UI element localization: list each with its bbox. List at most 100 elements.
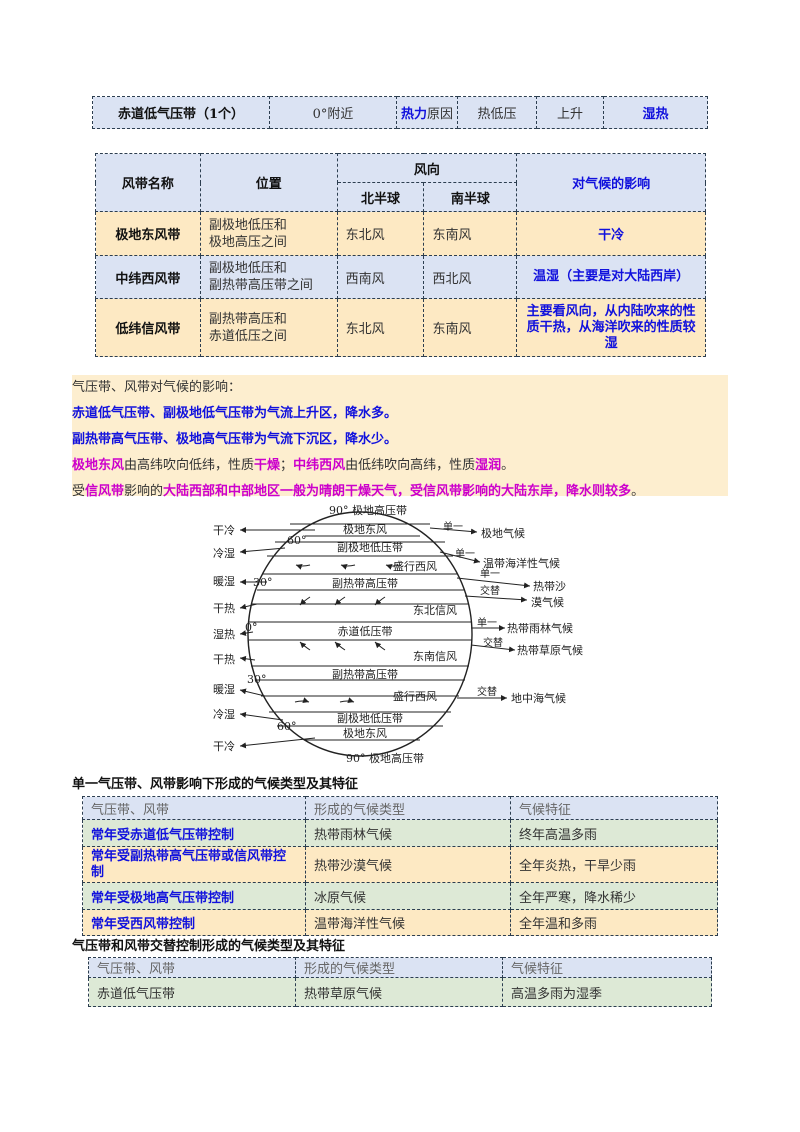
right-tag: 单一 (480, 568, 500, 580)
notes-text: 。 (631, 484, 645, 499)
top-row-cause: 热力原因 (396, 96, 458, 129)
pressure-belt-diagram: 90° 极地高压带 极地东风 副极地低压带 盛行西风 副热带高压带 东北信风 赤… (213, 503, 583, 765)
belt-label: 副热带高压带 (332, 667, 398, 681)
notes-text: 由低纬吹向高纬，性质 (345, 458, 476, 473)
type-cell: 冰原气候 (305, 882, 511, 910)
wind-row-influence: 干冷 (516, 211, 706, 256)
left-climate-label: 冷湿 (213, 708, 235, 721)
feature-cell: 全年温和多雨 (510, 909, 718, 936)
globe-outline (247, 511, 473, 757)
right-tag: 单一 (455, 548, 475, 560)
col-header: 气压带、风带 (82, 796, 306, 820)
top-row-name: 赤道低气压带（1个） (92, 96, 270, 129)
climate-notes: 气压带、风带对气候的影响： 赤道低气压带、副极地低气压带为气流上升区，降水多。 … (72, 375, 728, 499)
right-climate-label: 温带海洋性气候 (483, 556, 560, 570)
belt-cell: 常年受西风带控制 (82, 909, 306, 936)
right-climate-label: 漠气候 (531, 595, 564, 609)
wind-row-south: 东南风 (423, 211, 518, 256)
wind-row-pos1: 副极地低压和 (208, 261, 287, 276)
right-climate-label: 热带沙 (533, 580, 566, 593)
type-cell: 热带草原气候 (295, 977, 503, 1007)
col-header: 气候特征 (502, 957, 712, 978)
right-tag: 交替 (480, 584, 500, 597)
wind-row-pos2: 赤道低压之间 (208, 328, 287, 344)
wind-row-pos2: 副热带高压带之间 (208, 278, 313, 293)
belt-label: 副极地低压带 (337, 540, 403, 554)
header-name: 风带名称 (95, 153, 201, 212)
col-header: 形成的气候类型 (295, 957, 503, 978)
alt-section-title: 气压带和风带交替控制形成的气候类型及其特征 (72, 939, 346, 954)
feature-cell: 全年严寒，降水稀少 (510, 882, 718, 910)
right-climate-label: 地中海气候 (511, 691, 566, 705)
left-climate-label: 干冷 (213, 740, 235, 753)
latitude-lines (249, 523, 472, 741)
feature-cell: 终年高温多雨 (510, 819, 718, 847)
top-row-cause-bold: 热力 (400, 107, 427, 122)
notes-line4: 受信风带影响的大陆西部和中部地区一般为晴朗干燥天气，受信风带影响的大陆东岸，降水… (72, 479, 728, 505)
belt-label: 东南信风 (413, 650, 457, 663)
left-climate-label: 干热 (213, 653, 235, 666)
wind-row-pos2: 极地高压之间 (208, 234, 287, 250)
header-position: 位置 (199, 153, 338, 212)
single-section-title: 单一气压带、风带影响下形成的气候类型及其特征 (72, 777, 359, 792)
col-header: 形成的气候类型 (305, 796, 511, 820)
belt-cell: 赤道低气压带 (88, 977, 296, 1007)
notes-trade-effect: 大陆西部和中部地区一般为晴朗干燥天气，受信风带影响的大陆东岸，降水则较多 (163, 484, 632, 499)
lat-label: 0° (245, 621, 258, 634)
lat-label: 60° (277, 720, 297, 733)
top-row-position: 0°附近 (269, 96, 397, 129)
wind-row-name: 中纬西风带 (95, 255, 201, 299)
notes-humid: 湿润 (475, 458, 502, 473)
wind-row-name: 极地东风带 (95, 211, 201, 256)
belt-label: 副热带高压带 (332, 576, 398, 590)
notes-text: 影响的 (124, 484, 164, 499)
feature-cell: 全年炎热，干旱少雨 (510, 846, 718, 883)
notes-text: ； (280, 458, 294, 473)
wind-row-north: 东北风 (336, 211, 425, 256)
table-row: 常年受赤道低气压带控制 热带雨林气候 终年高温多雨 (82, 819, 718, 847)
top-row-cause-rest: 原因 (427, 107, 454, 122)
belt-label: 盛行西风 (393, 689, 437, 703)
feature-cell: 高温多雨为湿季 (502, 977, 712, 1007)
top-row-motion: 上升 (536, 96, 604, 129)
notes-line3: 极地东风由高纬吹向低纬，性质干燥；中纬西风由低纬吹向高纬，性质湿润。 (72, 453, 728, 479)
notes-text: 由高纬吹向低纬，性质 (124, 458, 255, 473)
wind-row: 极地东风带 副极地低压和极地高压之间 东北风 东南风 干冷 (95, 211, 706, 256)
belt-label: 东北信风 (413, 604, 457, 617)
bottom-pole-label: 90° 极地高压带 (346, 751, 424, 765)
lat-label: 30° (247, 673, 267, 686)
notes-dry: 干燥 (254, 458, 281, 473)
right-tag: 单一 (443, 521, 463, 533)
left-climate-label: 干冷 (213, 524, 235, 537)
left-climate-label: 暖湿 (213, 575, 235, 588)
wind-row-north: 西南风 (336, 255, 425, 299)
wind-row-influence: 温湿（主要是对大陆西岸） (516, 255, 706, 299)
left-climate-label: 湿热 (213, 628, 235, 641)
belt-label: 极地东风 (343, 726, 387, 740)
type-cell: 温带海洋性气候 (305, 909, 511, 936)
belt-label: 盛行西风 (393, 559, 437, 573)
wind-row-position: 副极地低压和极地高压之间 (199, 211, 338, 256)
notes-line1: 赤道低气压带、副极地低气压带为气流上升区，降水多。 (72, 406, 398, 421)
right-tag: 交替 (477, 685, 497, 698)
right-climate-label: 极地气候 (481, 526, 525, 540)
top-row-table: 赤道低气压带（1个） 0°附近 热力原因 热低压 上升 湿热 (92, 96, 708, 129)
notes-westerly: 中纬西风 (293, 458, 346, 473)
top-row-type: 热低压 (457, 96, 537, 129)
header-south: 南半球 (423, 182, 518, 212)
header-north: 北半球 (336, 182, 425, 212)
notes-trade-wind: 信风带 (85, 484, 125, 499)
right-climate-label: 热带草原气候 (517, 643, 583, 657)
type-cell: 热带沙漠气候 (305, 846, 511, 883)
wind-row-name: 低纬信风带 (95, 298, 201, 357)
notes-text: 受 (72, 484, 86, 499)
left-climate-label: 冷湿 (213, 547, 235, 560)
lat-label: 60° (287, 534, 307, 547)
belt-label: 赤道低压带 (338, 624, 393, 638)
top-row-climate: 湿热 (603, 96, 708, 129)
header-influence: 对气候的影响 (516, 153, 706, 212)
table-row: 常年受副热带高气压带或信风带控制 热带沙漠气候 全年炎热，干旱少雨 (82, 846, 718, 883)
belt-cell: 常年受赤道低气压带控制 (82, 819, 306, 847)
table-row: 常年受极地高气压带控制 冰原气候 全年严寒，降水稀少 (82, 882, 718, 910)
table-row: 赤道低气压带 热带草原气候 高温多雨为湿季 (88, 977, 712, 1007)
